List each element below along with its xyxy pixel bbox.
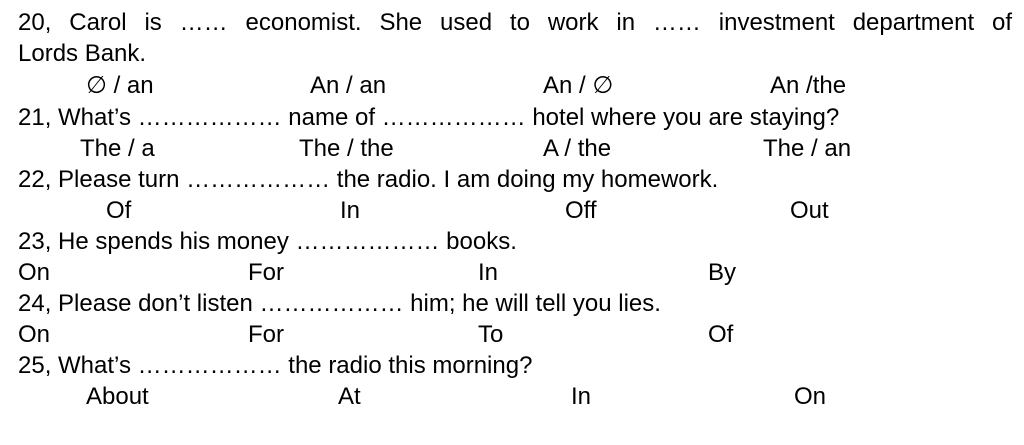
question-20-text: 20, Carol is …… economist. She used to w… (18, 9, 1012, 36)
question-23-text: 23, He spends his money ……………… books. (18, 228, 517, 255)
question-20-text-continued: Lords Bank. (18, 40, 147, 67)
question-25-option-d: On (794, 383, 827, 410)
question-21-option-d: The / an (763, 135, 852, 162)
question-23-option-c: In (478, 259, 499, 286)
question-23-option-d: By (708, 259, 737, 286)
question-22-text: 22, Please turn ……………… the radio. I am d… (18, 166, 719, 193)
question-24-option-c: To (478, 321, 504, 348)
question-20-option-d: An /the (770, 72, 847, 99)
question-21-option-c: A / the (543, 135, 612, 162)
question-23-option-a: On (18, 259, 51, 286)
question-24-option-a: On (18, 321, 51, 348)
question-21-text: 21, What’s ……………… name of ……………… hotel w… (18, 104, 840, 131)
question-22-option-b: In (340, 197, 361, 224)
question-24-text: 24, Please don’t listen ……………… him; he w… (18, 290, 661, 317)
question-20-option-c: An / ∅ (543, 72, 614, 99)
question-24-option-d: Of (708, 321, 734, 348)
question-25-text: 25, What’s ……………… the radio this morning… (18, 352, 533, 379)
question-21-option-a: The / a (80, 135, 155, 162)
question-22-option-c: Off (565, 197, 597, 224)
question-20-option-b: An / an (310, 72, 387, 99)
question-25-option-c: In (571, 383, 592, 410)
question-23-option-b: For (248, 259, 284, 286)
question-25-option-a: About (86, 383, 149, 410)
question-21-option-b: The / the (299, 135, 394, 162)
question-22-option-d: Out (790, 197, 829, 224)
question-25-option-b: At (338, 383, 361, 410)
question-22-option-a: Of (106, 197, 132, 224)
question-20-option-a: ∅ / an (86, 72, 154, 99)
question-24-option-b: For (248, 321, 284, 348)
